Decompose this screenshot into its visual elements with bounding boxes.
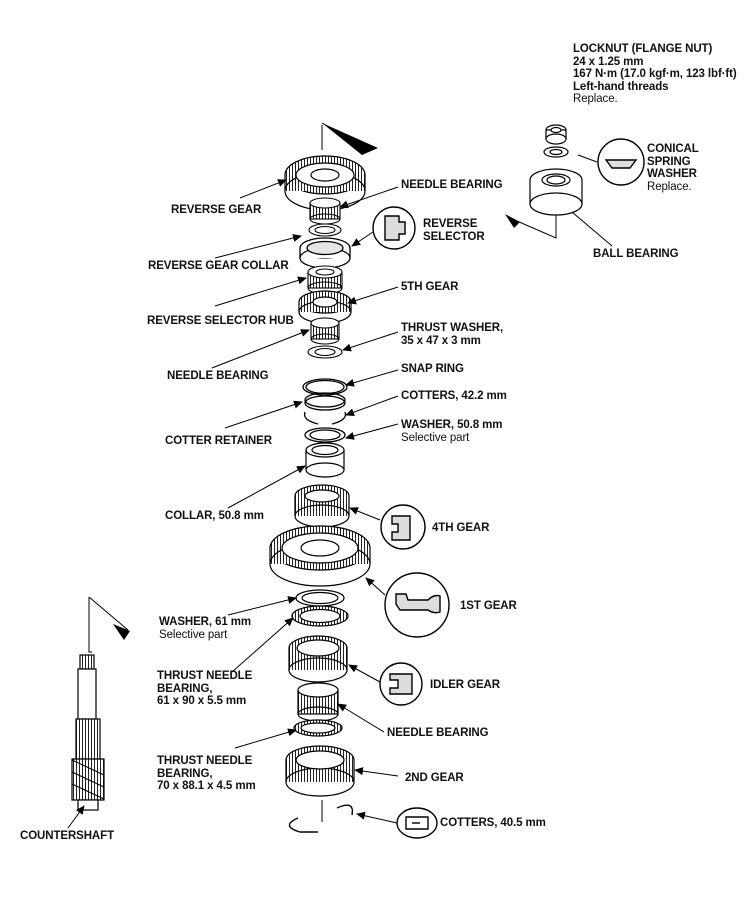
label-snap-ring: SNAP RING [401,363,464,375]
detail-circle-4th-gear [380,504,426,550]
label-2nd-gear: 2ND GEAR [405,772,464,784]
leader-lines-right [337,186,399,824]
thrust-needle-61-line-1: THRUST NEEDLE [157,670,253,682]
label-thrust-needle-70: THRUST NEEDLE BEARING, 70 x 88.1 x 4.5 m… [157,755,256,793]
reverse-selector-line-2: SELECTOR [423,230,485,243]
detail-circle-idler-gear [379,662,423,706]
label-cotters-42: COTTERS, 42.2 mm [401,390,507,402]
axis-guide-top [321,122,378,155]
ball-bearing-part [529,168,583,216]
reverse-gear-collar-part [308,223,342,237]
label-needle-bearing-low: NEEDLE BEARING [387,727,489,739]
label-reverse-selector-hub: REVERSE SELECTOR HUB [147,315,294,327]
locknut-line-4: Left-hand threads [573,80,669,93]
axis-guide-right [505,214,557,239]
conical-washer-line-3: WASHER [647,168,697,180]
needle-bearing-mid-part [310,317,340,345]
reverse-selector-part [299,237,351,269]
thrust-needle-61-part [291,605,349,627]
detail-circle-reverse-selector [372,206,416,250]
needle-bearing-top-part [309,197,341,225]
washer-50-note: Selective part [401,431,470,444]
label-locknut: LOCKNUT (FLANGE NUT) 24 x 1.25 mm 167 N·… [573,43,737,106]
label-idler-gear: IDLER GEAR [430,679,500,691]
leader-conical-washer [577,154,598,163]
label-cotters-40: COTTERS, 40.5 mm [440,817,546,829]
label-1st-gear: 1ST GEAR [460,600,517,612]
label-ball-bearing: BALL BEARING [593,248,679,260]
thrust-needle-70-line-3: 70 x 88.1 x 4.5 mm [157,780,256,792]
second-gear-part [285,745,355,797]
idler-gear-part [288,635,348,683]
detail-circle-cotters [396,807,438,839]
reverse-selector-line-1: REVERSE [423,218,478,230]
thrust-needle-61-line-3: 61 x 90 x 5.5 mm [157,695,247,707]
conical-washer-part [543,146,569,158]
reverse-selector-hub-part [307,265,343,295]
conical-washer-line-1: CONICAL [647,143,699,155]
thrust-needle-61-line-2: BEARING, [157,682,213,695]
label-conical-washer: CONICAL SPRING WASHER Replace. [647,143,699,193]
washer-50-line-1: WASHER, 50.8 mm [401,419,503,431]
label-reverse-gear-collar: REVERSE GEAR COLLAR [148,260,289,272]
locknut-line-3: 167 N·m (17.0 kgf·m, 123 lbf·ft) [573,68,737,80]
collar-50-part [305,442,345,478]
label-thrust-washer: THRUST WASHER, 35 x 47 x 3 mm [401,322,503,347]
reverse-gear-part [284,155,366,211]
label-reverse-selector: REVERSE SELECTOR [423,218,485,243]
label-countershaft: COUNTERSHAFT [20,830,114,842]
needle-bearing-low-part [297,682,339,722]
label-reverse-gear: REVERSE GEAR [171,204,262,216]
thrust-needle-70-line-1: THRUST NEEDLE [157,755,253,767]
leader-reverse-selector [351,231,374,247]
label-washer-50: WASHER, 50.8 mm Selective part [401,419,503,444]
locknut-line-1: LOCKNUT (FLANGE NUT) [573,43,713,55]
washer-61-line-1: WASHER, 61 mm [159,616,252,628]
fourth-gear-part [294,484,350,528]
first-gear-part [269,525,371,587]
detail-circle-conical-washer [597,138,645,186]
thrust-washer-part [307,345,343,359]
detail-circle-1st-gear [384,572,450,638]
washer-61-note: Selective part [159,628,228,641]
cotters-40-part [288,804,354,833]
label-thrust-needle-61: THRUST NEEDLE BEARING, 61 x 90 x 5.5 mm [157,670,252,708]
label-5th-gear: 5TH GEAR [401,281,459,293]
conical-washer-note: Replace. [647,180,692,193]
label-needle-bearing-mid: NEEDLE BEARING [167,370,269,382]
label-needle-bearing-top: NEEDLE BEARING [401,179,503,191]
label-4th-gear: 4TH GEAR [432,522,490,534]
thrust-washer-line-2: 35 x 47 x 3 mm [401,334,481,347]
locknut-note: Replace. [573,93,618,105]
leader-lines-left [211,179,310,749]
thrust-needle-70-part [293,719,343,737]
leader-ball-bearing [571,211,613,247]
label-collar-50: COLLAR, 50.8 mm [165,510,264,522]
cotter-retainer-part [304,392,346,411]
washer-50-part [304,427,346,443]
locknut-line-2: 24 x 1.25 mm [573,55,644,68]
thrust-needle-70-line-2: BEARING, [157,767,213,780]
label-washer-61: WASHER, 61 mm Selective part [159,616,251,641]
label-cotter-retainer: COTTER RETAINER [165,435,272,447]
countershaft-part [71,596,130,811]
thrust-washer-line-1: THRUST WASHER, [401,322,504,334]
cotters-42-part [303,411,347,425]
locknut-part [545,124,567,145]
conical-washer-line-2: SPRING [647,155,691,168]
leader-countershaft [67,805,85,829]
washer-61-part [295,589,345,607]
